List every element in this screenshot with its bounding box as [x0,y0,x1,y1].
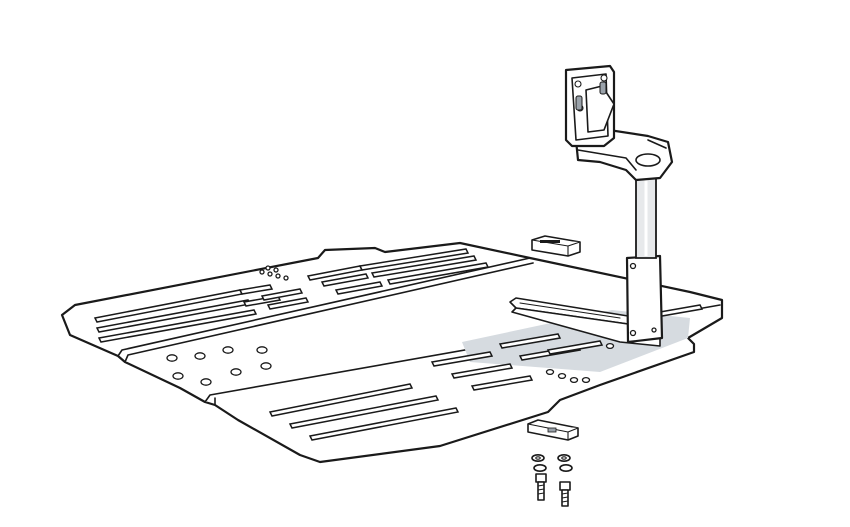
mount-pole [635,174,657,259]
washers [531,453,573,472]
small-bracket [531,235,581,257]
right-section-slots [268,304,704,441]
middle-section-holes [166,346,272,386]
left-section-slots [93,248,490,343]
clamp-plate [527,419,579,441]
floor-plate [60,241,724,464]
mount-base [509,254,664,347]
mount-head-plate [564,64,616,148]
bolts [535,473,571,507]
